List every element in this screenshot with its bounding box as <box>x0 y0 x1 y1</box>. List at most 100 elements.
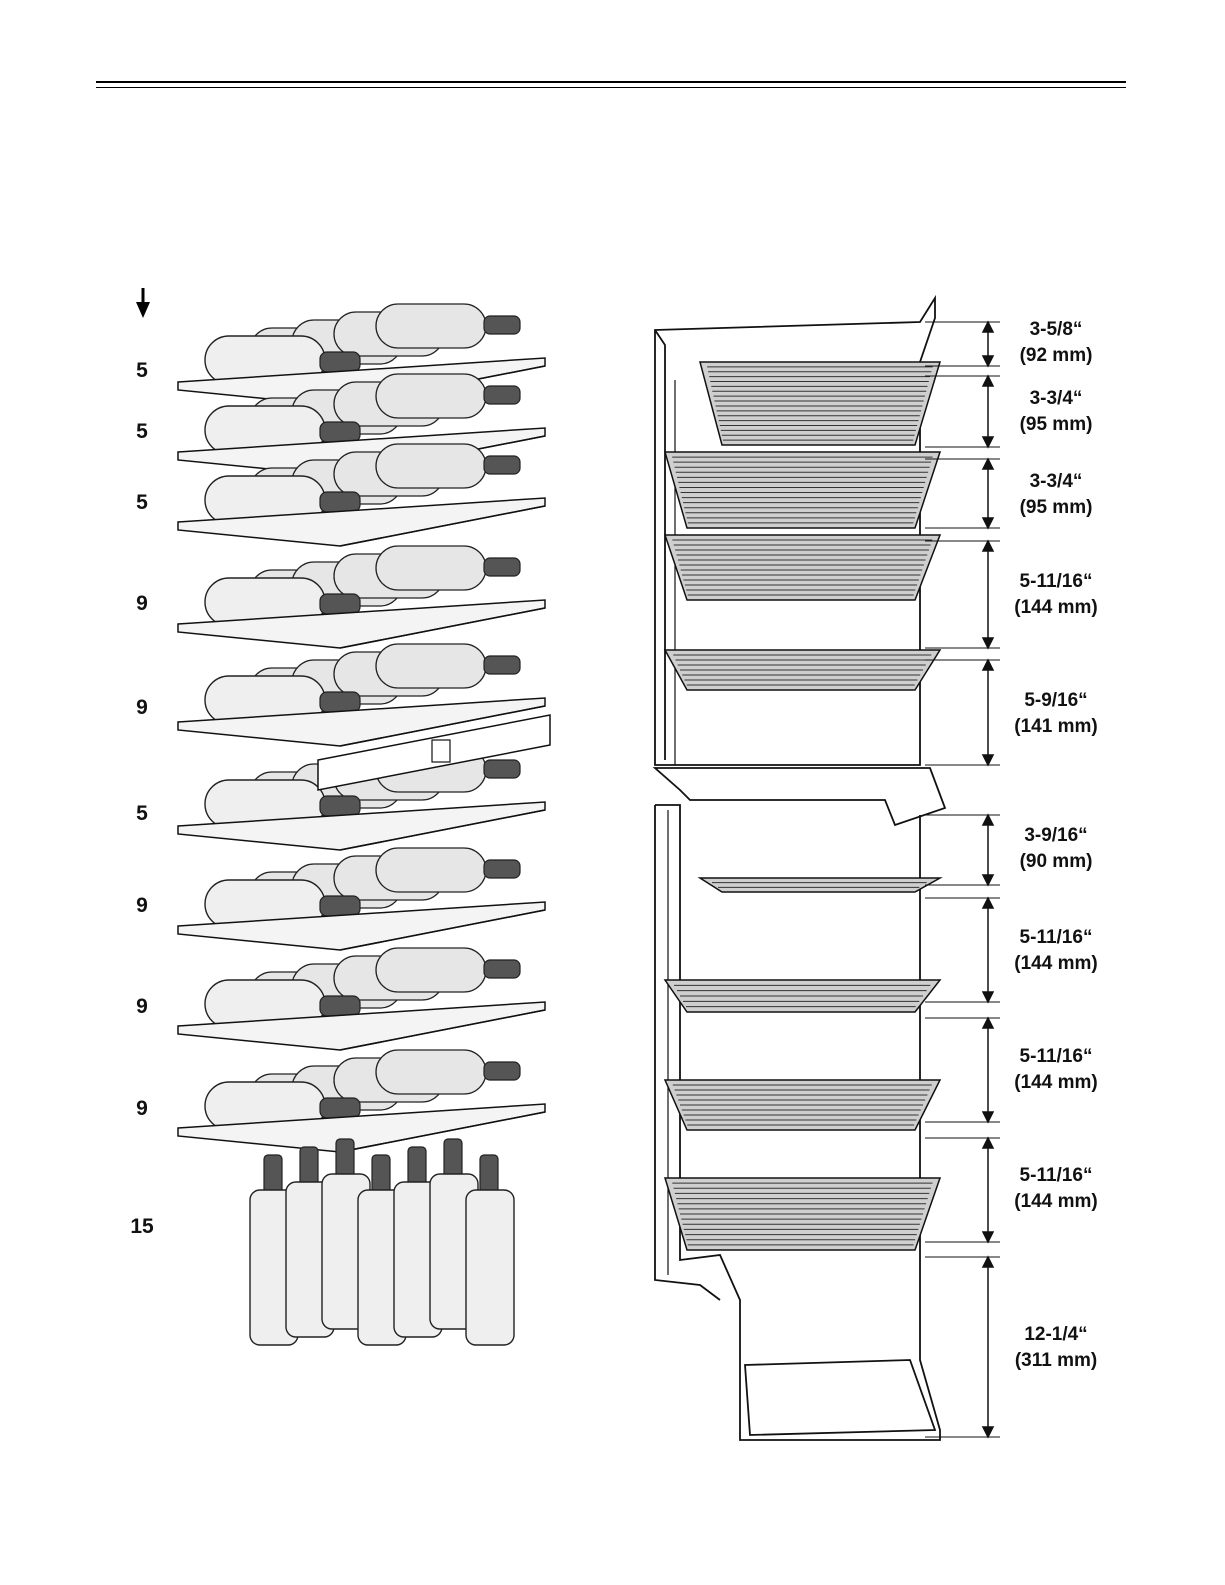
dimension-label-4: 5-11/16“(144 mm) <box>1003 569 1109 621</box>
arrow-head-down <box>983 755 993 765</box>
bottle <box>376 948 486 992</box>
dimension-arrow-2 <box>925 376 1000 447</box>
dimension-label-5: 5-9/16“(141 mm) <box>1003 688 1109 740</box>
arrow-head-up <box>983 1138 993 1148</box>
bottle-neck <box>484 1062 520 1080</box>
dimension-label-8: 5-11/16“(144 mm) <box>1003 1044 1109 1096</box>
bottle-neck <box>484 860 520 878</box>
rack-count-6: 5 <box>118 802 166 826</box>
shelf-8 <box>178 948 545 1050</box>
bottle-neck <box>484 316 520 334</box>
arrow-head-down <box>983 875 993 885</box>
arrow-head-up <box>983 898 993 908</box>
cabinet-shelf-7 <box>665 1080 940 1130</box>
dimension-label-2: 3-3/4“(95 mm) <box>1003 386 1109 438</box>
arrow-head-down <box>983 1112 993 1122</box>
arrow-head-up <box>983 376 993 386</box>
cabinet-shelf-3 <box>665 535 940 600</box>
arrow-down-icon <box>136 288 150 318</box>
bottle-neck <box>336 1139 354 1179</box>
arrow-head-down <box>983 992 993 1002</box>
dimension-arrow-5 <box>925 660 1000 765</box>
rack-count-5: 9 <box>118 696 166 720</box>
bottle-neck <box>320 896 360 916</box>
dimension-arrow-4 <box>925 541 1000 648</box>
bottle <box>466 1190 514 1345</box>
dimension-arrow-8 <box>925 1018 1000 1122</box>
dimension-arrow-1 <box>925 322 1000 366</box>
arrow-head-up <box>983 1257 993 1267</box>
bottle-neck <box>320 1098 360 1118</box>
dimension-arrow-3 <box>925 459 1000 528</box>
shelf-frame <box>700 878 940 892</box>
arrow-head-down <box>983 356 993 366</box>
bottle-neck <box>320 996 360 1016</box>
bottle <box>376 644 486 688</box>
dimension-label-9: 5-11/16“(144 mm) <box>1003 1163 1109 1215</box>
bottle <box>376 374 486 418</box>
cabinet-shelf-2 <box>665 452 940 528</box>
shelf-4 <box>178 546 545 648</box>
bottle-neck <box>320 422 360 442</box>
bottle <box>376 304 486 348</box>
cabinet-shelf-4 <box>665 650 940 690</box>
bottle-neck <box>300 1147 318 1187</box>
arrow-head-up <box>983 660 993 670</box>
bottle-neck <box>372 1155 390 1195</box>
dimension-label-1: 3-5/8“(92 mm) <box>1003 317 1109 369</box>
dimension-label-3: 3-3/4“(95 mm) <box>1003 469 1109 521</box>
arrow-head-down <box>983 638 993 648</box>
rack-count-8: 9 <box>118 995 166 1019</box>
dimension-label-6: 3-9/16“(90 mm) <box>1003 823 1109 875</box>
arrow-head-up <box>983 1018 993 1028</box>
arrow-head-down <box>983 437 993 447</box>
bottle-neck <box>408 1147 426 1187</box>
wine-rack-illustration <box>178 304 550 1345</box>
shelf-7 <box>178 848 545 950</box>
bottle-neck <box>320 796 360 816</box>
cabinet-shelf-5 <box>700 878 940 892</box>
dimension-label-10: 12-1/4“(311 mm) <box>1003 1322 1109 1374</box>
bottle-neck <box>480 1155 498 1195</box>
bottle-neck <box>484 760 520 778</box>
bottle-neck <box>320 352 360 372</box>
rack-count-2: 5 <box>118 420 166 444</box>
cabinet-shelf-8 <box>665 1178 940 1250</box>
bottle <box>376 546 486 590</box>
shelf-9 <box>178 1050 545 1152</box>
bottle <box>376 848 486 892</box>
bottle-neck <box>444 1139 462 1179</box>
arrow-head-down <box>983 1427 993 1437</box>
arrow-head-up <box>983 322 993 332</box>
rack-count-3: 5 <box>118 491 166 515</box>
arrow-head-down <box>983 518 993 528</box>
arrow-head-up <box>983 541 993 551</box>
bottle-neck <box>484 386 520 404</box>
drawer-handle <box>432 740 450 762</box>
arrow-head-up <box>983 459 993 469</box>
bottle-neck <box>320 492 360 512</box>
arrow-head-up <box>983 815 993 825</box>
dimension-arrow-6 <box>925 815 1000 885</box>
bottle-neck <box>264 1155 282 1195</box>
bottle-neck <box>484 456 520 474</box>
arrow-head-down <box>983 1232 993 1242</box>
rack-count-9: 9 <box>118 1097 166 1121</box>
bottle <box>376 1050 486 1094</box>
bottle-neck <box>320 594 360 614</box>
dimension-arrow-7 <box>925 898 1000 1002</box>
bottle-neck <box>484 558 520 576</box>
bottle <box>376 444 486 488</box>
rack-count-4: 9 <box>118 592 166 616</box>
shelf-frame <box>700 362 940 445</box>
bottle-neck <box>320 692 360 712</box>
bottle-neck <box>484 656 520 674</box>
cabinet-shelf-1 <box>700 362 940 445</box>
bottle-neck <box>484 960 520 978</box>
cabinet-shelf-6 <box>665 980 940 1012</box>
dimension-label-7: 5-11/16“(144 mm) <box>1003 925 1109 977</box>
shelf-frame <box>665 452 940 528</box>
rack-count-10: 15 <box>118 1215 166 1239</box>
rack-count-1: 5 <box>118 359 166 383</box>
rack-count-7: 9 <box>118 894 166 918</box>
